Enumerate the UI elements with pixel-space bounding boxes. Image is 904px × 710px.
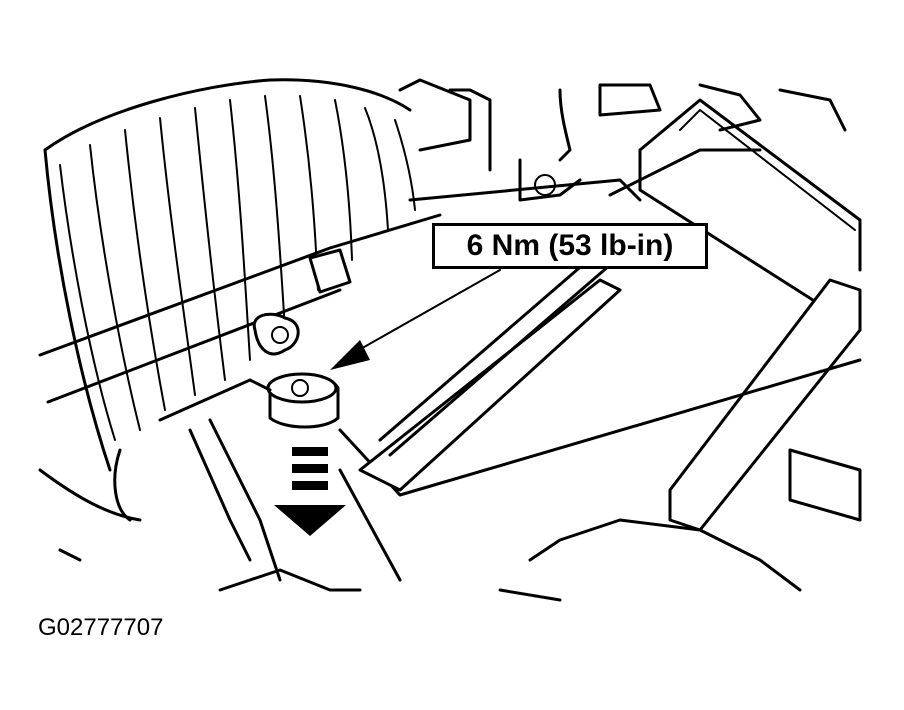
battery-tray-cover <box>638 98 862 532</box>
leader-arrow-icon <box>330 269 501 370</box>
down-arrow-icon <box>274 447 346 536</box>
figure-id: G02777707 <box>38 614 164 641</box>
air-intake-hose <box>38 78 416 522</box>
battery-side-bracket <box>58 378 402 592</box>
battery-terminal <box>266 372 340 429</box>
battery-cable <box>38 213 442 404</box>
torque-spec-callout: 6 Nm (53 lb-in) <box>432 223 708 269</box>
top-engine-components <box>398 78 847 202</box>
battery-body <box>338 178 862 602</box>
